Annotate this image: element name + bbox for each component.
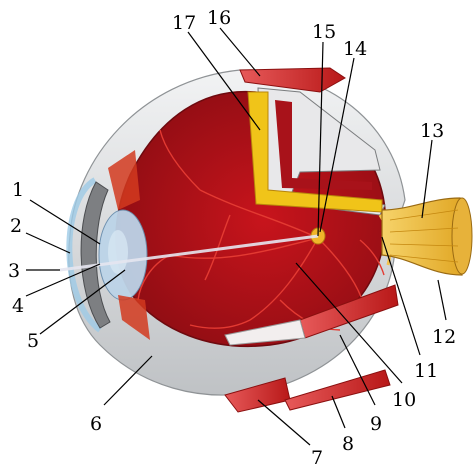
label-15: 15 (312, 21, 336, 43)
label-7: 7 (311, 447, 323, 466)
optic-nerve (382, 198, 462, 275)
label-6: 6 (90, 413, 102, 435)
label-4: 4 (12, 295, 24, 317)
label-3: 3 (8, 260, 20, 282)
label-14: 14 (343, 38, 367, 60)
label-5: 5 (27, 330, 39, 352)
label-1: 1 (12, 179, 24, 201)
label-10: 10 (392, 389, 416, 411)
label-16: 16 (207, 7, 231, 29)
label-9: 9 (370, 413, 382, 435)
label-8: 8 (342, 433, 354, 455)
leader-2 (26, 233, 70, 253)
leader-12 (438, 280, 446, 320)
optic-nerve-end (452, 198, 472, 274)
label-2: 2 (10, 215, 22, 237)
label-17: 17 (172, 12, 196, 34)
lens-highlight (108, 230, 128, 274)
label-12: 12 (432, 326, 456, 348)
label-11: 11 (414, 360, 438, 382)
leader-16 (220, 28, 260, 76)
label-13: 13 (420, 120, 444, 142)
leader-8 (332, 396, 345, 428)
